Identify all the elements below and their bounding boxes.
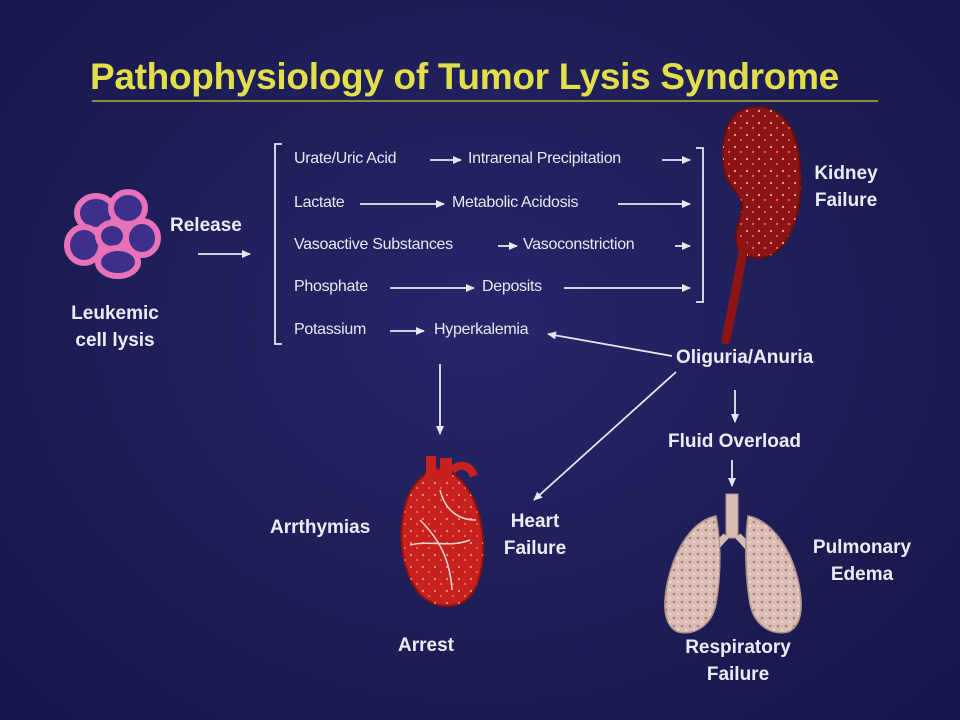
pathway-substance: Potassium [294, 321, 366, 338]
arrow-oliguria-heart-failure [533, 371, 677, 501]
heart-icon [400, 456, 485, 608]
kidney-line1: Kidney [814, 163, 878, 184]
arrest-label: Arrest [398, 635, 454, 656]
left-bracket [274, 143, 282, 345]
pathway-substance: Vasoactive Substances [294, 236, 453, 253]
arrhythmias-label: Arrthymias [270, 517, 371, 538]
kidney-failure-label: Kidney Failure [800, 160, 892, 214]
oliguria-anuria-label: Oliguria/Anuria [676, 347, 814, 368]
pathway-effect: Hyperkalemia [434, 321, 529, 338]
pathway-substance: Urate/Uric Acid [294, 150, 397, 167]
leukemic-cell-lysis-label: Leukemic cell lysis [60, 300, 170, 354]
pathway-effect: Metabolic Acidosis [452, 194, 579, 211]
kidney-line2: Failure [814, 190, 878, 211]
heart-failure-line2: Failure [503, 538, 567, 559]
pulmonary-line2: Edema [830, 564, 894, 585]
leukemic-line1: Leukemic [71, 303, 159, 324]
pathway-effect: Intrarenal Precipitation [468, 150, 621, 167]
kidney-icon [721, 105, 802, 345]
heart-failure-line1: Heart [510, 511, 560, 532]
fluid-overload-label: Fluid Overload [668, 431, 802, 452]
release-label: Release [170, 215, 242, 236]
pathway-substance: Lactate [294, 194, 345, 211]
arrow-oliguria-hyperkalemia [547, 331, 673, 357]
respiratory-line1: Respiratory [685, 637, 791, 658]
respiratory-failure-label: Respiratory Failure [670, 634, 806, 688]
pulmonary-edema-label: Pulmonary Edema [800, 534, 924, 588]
lungs-icon [664, 493, 802, 634]
respiratory-line2: Failure [706, 664, 770, 685]
leukemic-line2: cell lysis [75, 330, 155, 351]
right-bracket [696, 147, 704, 303]
title-underline [92, 100, 878, 102]
pathway-substance: Phosphate [294, 278, 368, 295]
leukemic-cells-icon [64, 189, 161, 279]
pathway-effect: Vasoconstriction [523, 236, 635, 253]
heart-failure-label: Heart Failure [494, 508, 576, 562]
slide-title: Pathophysiology of Tumor Lysis Syndrome [90, 56, 839, 97]
pulmonary-line1: Pulmonary [812, 537, 912, 558]
pathway-effect: Deposits [482, 278, 542, 295]
